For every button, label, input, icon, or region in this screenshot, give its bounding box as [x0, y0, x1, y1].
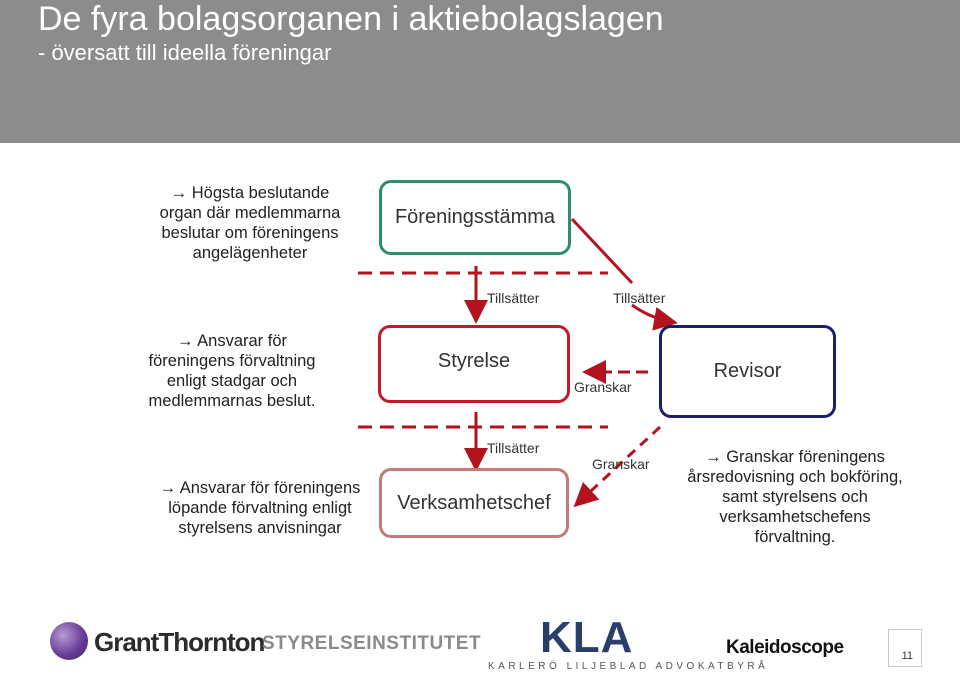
box-styrelse: Styrelse	[378, 325, 570, 403]
styrelseinstitutet-logo: STYRELSEINSTITUTET	[262, 633, 482, 654]
page-number: 11	[888, 629, 922, 667]
kaleidoscope-logo: Kaleidoscope	[726, 637, 844, 658]
page-title: De fyra bolagsorganen i aktiebolagslagen	[38, 0, 664, 38]
line-stamma-diagonal	[570, 217, 634, 285]
header-bar: De fyra bolagsorganen i aktiebolagslagen…	[0, 0, 960, 143]
label-tillsatter-vc: Tillsätter	[487, 440, 540, 456]
label-tillsatter-revisor: Tillsätter	[613, 290, 666, 306]
kla-logo-subtitle: KARLERÖ LILJEBLAD ADVOKATBYRÅ	[488, 661, 769, 672]
verksamhetschef-description: → Ansvarar för föreningens löpande förva…	[159, 479, 361, 537]
box-verksamhetschef: Verksamhetschef	[379, 468, 569, 538]
box-revisor: Revisor	[659, 325, 836, 418]
grant-thornton-logo: GrantThornton	[94, 627, 265, 657]
box-foreningsstamma: Föreningsstämma	[379, 180, 571, 255]
page-subtitle: - översatt till ideella föreningar	[38, 40, 332, 65]
arrow-revisor-granskar-vc	[573, 425, 662, 508]
label-granskar-styrelse: Granskar	[574, 379, 632, 395]
kla-logo: KLA	[540, 613, 634, 662]
grant-thornton-logo-icon	[50, 622, 88, 660]
revisor-description: → Granskar föreningens årsredovisning oc…	[687, 448, 903, 546]
stamma-description: → Högsta beslutande organ där medlemmarn…	[159, 184, 341, 262]
label-granskar-vc: Granskar	[592, 456, 650, 472]
styrelse-description: → Ansvarar för föreningens förvaltning e…	[148, 332, 316, 410]
arrow-into-revisor	[631, 303, 678, 331]
label-tillsatter-styrelse: Tillsätter	[487, 290, 540, 306]
